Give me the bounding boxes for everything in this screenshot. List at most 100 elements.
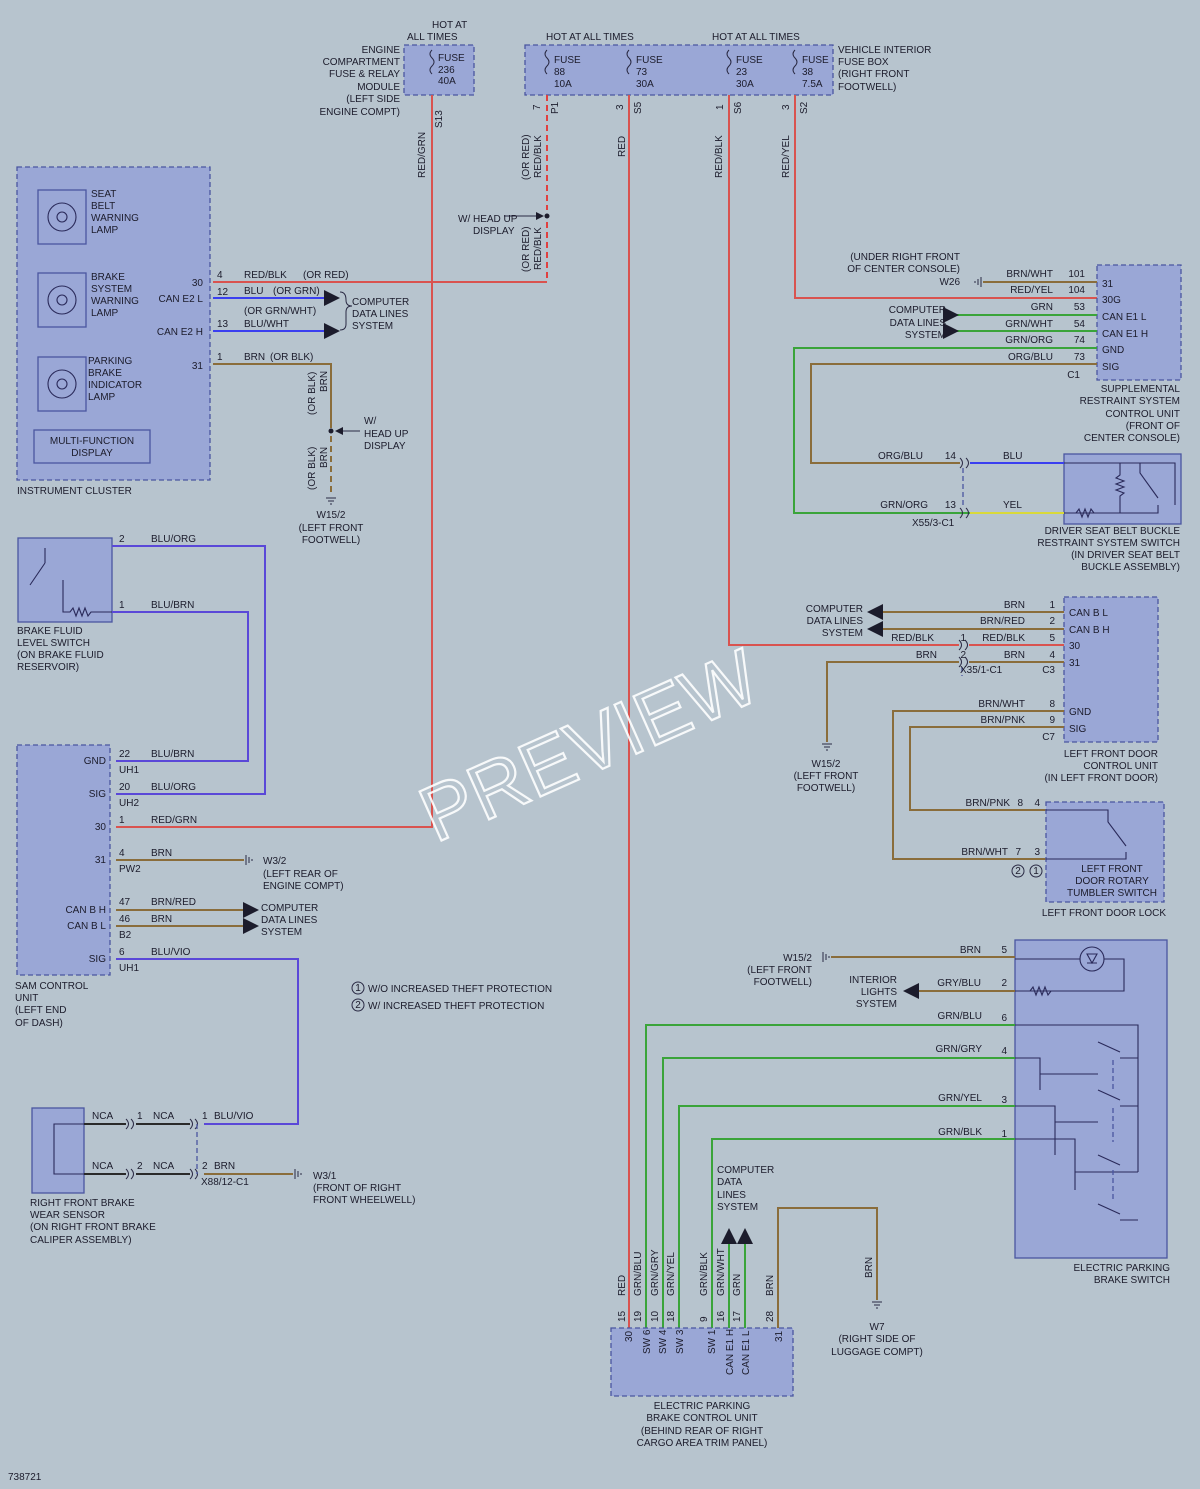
- svg-text:7: 7: [1015, 847, 1021, 858]
- svg-text:BLU/BRN: BLU/BRN: [151, 749, 194, 760]
- svg-text:B2: B2: [119, 930, 132, 941]
- svg-text:BRN/WHT: BRN/WHT: [961, 847, 1008, 858]
- svg-text:BRN: BRN: [765, 1275, 776, 1296]
- svg-text:BLU: BLU: [1003, 451, 1022, 462]
- svg-text:SW 3: SW 3: [675, 1329, 686, 1354]
- engine-fuse-box: [403, 44, 475, 96]
- svg-text:W3/1: W3/1: [313, 1171, 337, 1182]
- svg-text:ENGINE: ENGINE: [362, 45, 401, 56]
- svg-text:3: 3: [781, 104, 792, 110]
- svg-text:5: 5: [1049, 633, 1055, 644]
- svg-text:(OR GRN/WHT): (OR GRN/WHT): [244, 306, 316, 317]
- svg-text:(FRONT OF: (FRONT OF: [1126, 421, 1180, 432]
- svg-text:MULTI-FUNCTION: MULTI-FUNCTION: [50, 436, 134, 447]
- svg-text:(LEFT FRONT: (LEFT FRONT: [299, 523, 364, 534]
- svg-text:SIG: SIG: [89, 789, 106, 800]
- svg-text:OF DASH): OF DASH): [15, 1018, 63, 1029]
- svg-text:RED: RED: [617, 1275, 628, 1296]
- svg-text:RESERVOIR): RESERVOIR): [17, 662, 79, 673]
- svg-text:SYSTEM: SYSTEM: [856, 999, 897, 1010]
- svg-text:CAN E1 L: CAN E1 L: [741, 1330, 752, 1375]
- svg-text:RED: RED: [617, 136, 628, 157]
- legend-notes: 1 W/O INCREASED THEFT PROTECTION 2 W/ IN…: [351, 981, 552, 1012]
- svg-text:GRN: GRN: [1031, 302, 1053, 313]
- svg-text:1: 1: [119, 815, 125, 826]
- door-control-unit: LEFT FRONT DOOR CONTROL UNIT (IN LEFT FR…: [794, 596, 1159, 860]
- svg-text:NCA: NCA: [92, 1161, 113, 1172]
- svg-text:(OR GRN): (OR GRN): [273, 286, 320, 297]
- svg-text:(ON RIGHT FRONT BRAKE: (ON RIGHT FRONT BRAKE: [30, 1222, 156, 1233]
- svg-text:BRN/RED: BRN/RED: [151, 897, 196, 908]
- svg-text:RED/BLK: RED/BLK: [891, 633, 934, 644]
- fuse-23: FUSE 23 30A 1 S6: [715, 49, 763, 114]
- svg-text:BRN: BRN: [151, 848, 172, 859]
- svg-text:W/: W/: [364, 416, 376, 427]
- svg-text:(OR RED): (OR RED): [521, 226, 532, 272]
- svg-text:ELECTRIC PARKING: ELECTRIC PARKING: [1074, 1263, 1171, 1274]
- svg-text:CAN B H: CAN B H: [1069, 625, 1110, 636]
- svg-text:COMPUTER: COMPUTER: [889, 305, 946, 316]
- svg-text:W15/2: W15/2: [317, 510, 346, 521]
- epb-column-0: RED 15 30: [617, 1275, 635, 1342]
- svg-text:GND: GND: [1069, 707, 1091, 718]
- hot-label-3: HOT AT ALL TIMES: [712, 32, 800, 43]
- svg-text:(OR BLK): (OR BLK): [270, 352, 313, 363]
- svg-text:DISPLAY: DISPLAY: [71, 448, 113, 459]
- svg-text:BUCKLE ASSEMBLY): BUCKLE ASSEMBLY): [1081, 562, 1180, 573]
- cluster-wires: 4 RED/BLK (OR RED) 12 BLU (OR GRN) 13 (O…: [213, 270, 409, 546]
- svg-text:COMPUTER: COMPUTER: [717, 1165, 774, 1176]
- svg-text:SYSTEM: SYSTEM: [352, 321, 393, 332]
- svg-text:(RIGHT SIDE OF: (RIGHT SIDE OF: [838, 1334, 915, 1345]
- svg-text:2: 2: [1049, 616, 1055, 627]
- svg-text:(OR BLK): (OR BLK): [307, 447, 318, 490]
- svg-text:30G: 30G: [1102, 295, 1121, 306]
- svg-text:P1: P1: [550, 101, 561, 114]
- svg-text:3: 3: [1034, 847, 1040, 858]
- svg-text:RESTRAINT SYSTEM SWITCH: RESTRAINT SYSTEM SWITCH: [1037, 538, 1180, 549]
- svg-text:1: 1: [355, 983, 361, 994]
- instrument-cluster: INSTRUMENT CLUSTER SEAT BELT WARNING LAM…: [16, 166, 211, 497]
- svg-text:RED/YEL: RED/YEL: [781, 135, 792, 178]
- svg-text:X88/12-C1: X88/12-C1: [201, 1177, 249, 1188]
- svg-text:FUSE: FUSE: [438, 53, 465, 64]
- svg-text:2: 2: [119, 534, 125, 545]
- svg-text:UNIT: UNIT: [15, 993, 38, 1004]
- svg-text:BRN: BRN: [1004, 650, 1025, 661]
- svg-text:CENTER CONSOLE): CENTER CONSOLE): [1084, 433, 1180, 444]
- svg-text:LAMP: LAMP: [88, 392, 116, 403]
- svg-text:SIG: SIG: [89, 954, 106, 965]
- preview-watermark: PREVIEW: [407, 632, 772, 859]
- svg-text:31: 31: [192, 361, 204, 372]
- svg-text:COMPUTER: COMPUTER: [806, 604, 863, 615]
- sam-control-unit: SAM CONTROL UNIT (LEFT END OF DASH) GND …: [15, 744, 344, 1125]
- svg-text:FOOTWELL): FOOTWELL): [302, 535, 360, 546]
- svg-text:13: 13: [945, 500, 957, 511]
- svg-text:BRAKE: BRAKE: [88, 368, 122, 379]
- svg-text:CARGO AREA TRIM PANEL): CARGO AREA TRIM PANEL): [637, 1438, 768, 1449]
- svg-text:WEAR SENSOR: WEAR SENSOR: [30, 1210, 105, 1221]
- svg-text:1: 1: [137, 1111, 143, 1122]
- svg-text:30: 30: [95, 822, 107, 833]
- svg-text:DATA LINES: DATA LINES: [890, 318, 947, 329]
- svg-text:FUSE & RELAY: FUSE & RELAY: [329, 69, 400, 80]
- svg-text:14: 14: [945, 451, 957, 462]
- hot-label-2: HOT AT ALL TIMES: [546, 32, 634, 43]
- svg-text:C1: C1: [1067, 370, 1080, 381]
- svg-text:28: 28: [765, 1310, 776, 1322]
- svg-text:VEHICLE INTERIOR: VEHICLE INTERIOR: [838, 45, 931, 56]
- svg-text:BLU/VIO: BLU/VIO: [151, 947, 191, 958]
- svg-text:BRN/PNK: BRN/PNK: [966, 798, 1011, 809]
- fuse-73: FUSE 73 30A 3 S5: [615, 49, 663, 114]
- svg-text:YEL: YEL: [1003, 500, 1022, 511]
- svg-text:RED/BLK: RED/BLK: [244, 270, 287, 281]
- svg-text:236: 236: [438, 65, 455, 76]
- diagram-id: 738721: [8, 1472, 42, 1483]
- svg-text:GRN/ORG: GRN/ORG: [880, 500, 928, 511]
- svg-text:W15/2: W15/2: [783, 953, 812, 964]
- svg-text:TUMBLER SWITCH: TUMBLER SWITCH: [1067, 888, 1157, 899]
- svg-text:PARKING: PARKING: [88, 356, 132, 367]
- svg-text:CAN E2 L: CAN E2 L: [159, 294, 204, 305]
- svg-text:SIG: SIG: [1102, 362, 1119, 373]
- svg-text:SYSTEM: SYSTEM: [905, 330, 946, 341]
- hud-label-2: DISPLAY: [473, 226, 515, 237]
